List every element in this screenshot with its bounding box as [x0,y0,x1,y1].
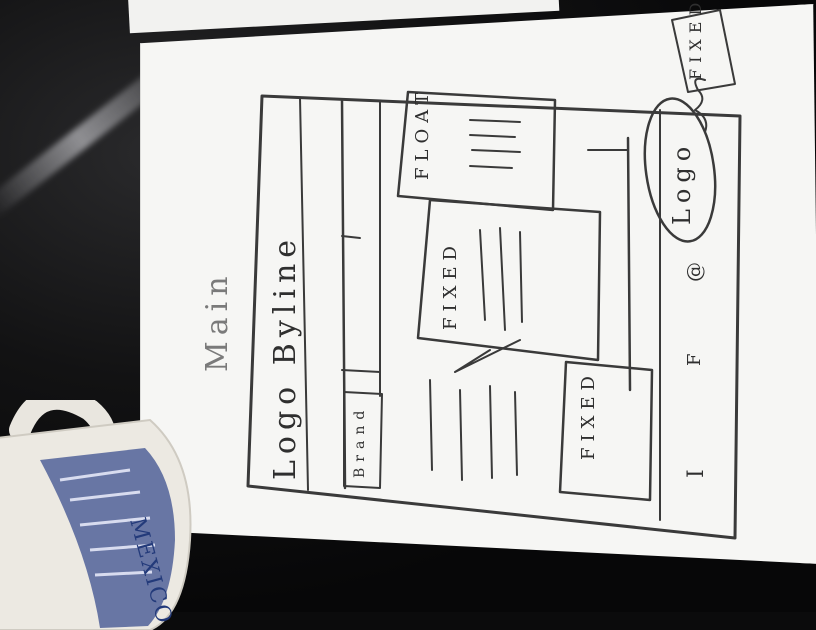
fixed-lower-label: FIXED [578,370,599,460]
footer-i-label: I [684,463,709,478]
fixed-center-label: FIXED [440,240,461,330]
fixed-note-label: FIXED [686,0,705,80]
float-label: FLOAT [412,86,433,180]
brand-box-label: Brand [352,404,368,478]
logo-byline-label: Logo Byline [268,233,303,480]
sketch-paper [140,4,816,564]
footer-at-label: @ [682,256,706,282]
coffee-mug: MEXICO [0,400,192,630]
page-title-label: Main [200,270,235,372]
footer-f-label: F [684,347,705,367]
logo-circle-label: Logo [668,140,696,225]
wireframe-sketch [246,9,742,540]
